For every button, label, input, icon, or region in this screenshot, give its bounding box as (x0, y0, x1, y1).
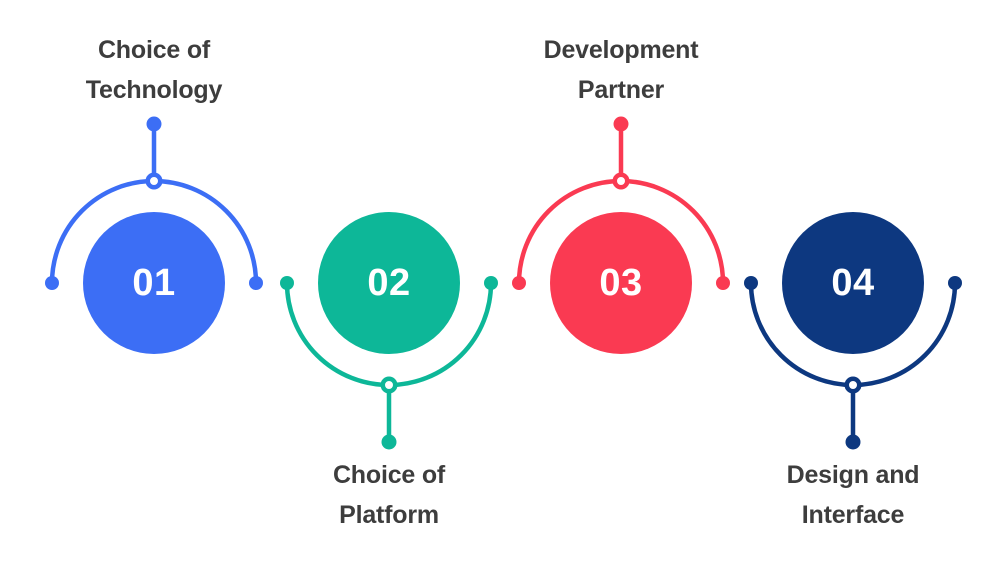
step-graphic-02 (280, 212, 498, 450)
arc-endpoint-dot-left (512, 276, 526, 290)
stem-tip-dot (146, 116, 162, 132)
arc-apex-ring (145, 172, 163, 190)
step-circle[interactable] (550, 212, 692, 354)
step-label-text: Development Partner (543, 36, 699, 104)
step-circle[interactable] (318, 212, 460, 354)
arc-endpoint-dot-left (744, 276, 758, 290)
arc-apex-ring (844, 376, 862, 394)
arc-endpoint-dot-right (716, 276, 730, 290)
step-03[interactable]: 03 Development Partner (501, 0, 741, 565)
step-circle[interactable] (83, 212, 225, 354)
stem-tip-dot (845, 434, 861, 450)
arc-endpoint-dot-left (45, 276, 59, 290)
arc-endpoint-dot-right (249, 276, 263, 290)
step-number-text: 01 (132, 262, 176, 304)
arc-endpoint-dot-left (280, 276, 294, 290)
step-graphic-04 (744, 212, 962, 450)
step-number-text: 03 (599, 262, 643, 304)
stem-tip-dot (613, 116, 629, 132)
arc-endpoint-dot-right (948, 276, 962, 290)
arc-apex-ring (380, 376, 398, 394)
step-label-text: Choice of Platform (332, 461, 446, 529)
step-circle[interactable] (782, 212, 924, 354)
step-label-text: Design and Interface (786, 461, 920, 529)
step-number-text: 04 (831, 262, 875, 304)
arc-apex-ring (612, 172, 630, 190)
step-01[interactable]: 01 Choice of Technology (34, 0, 274, 565)
stem-tip-dot (381, 434, 397, 450)
step-number-text: 02 (367, 262, 411, 304)
step-graphic-03 (512, 116, 730, 354)
step-graphic-01 (45, 116, 263, 354)
arc-endpoint-dot-right (484, 276, 498, 290)
step-label-text: Choice of Technology (85, 36, 223, 104)
